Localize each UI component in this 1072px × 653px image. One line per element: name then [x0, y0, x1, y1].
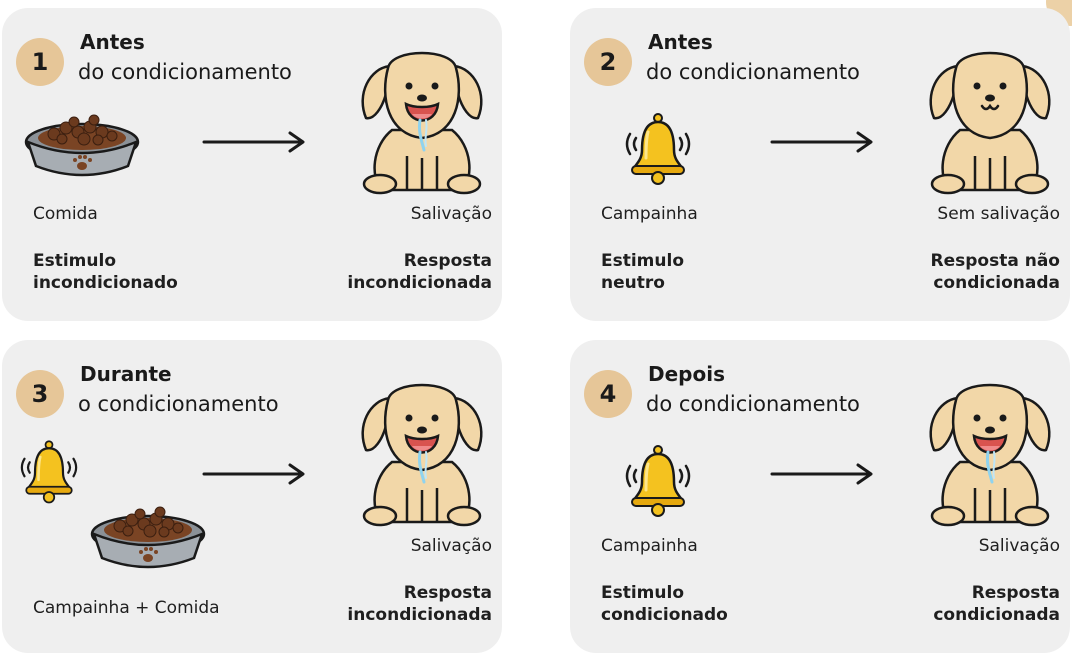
response-term: Resposta condicionada	[933, 583, 1060, 625]
panel-subheading: o condicionamento	[78, 392, 279, 416]
step-number-badge: 4	[584, 370, 632, 418]
arrow-right-icon	[768, 130, 878, 154]
bell-icon	[618, 108, 698, 188]
panel-step-2: 2 Antes do condicionamento Campainha Sem…	[570, 8, 1070, 321]
bell-icon	[618, 440, 698, 520]
bell-icon	[14, 436, 84, 506]
step-number-badge: 1	[16, 38, 64, 86]
panel-step-3: 3 Durante o condicionamento Campainha + …	[2, 340, 502, 653]
step-number-badge: 3	[16, 370, 64, 418]
response-label: Sem salivação	[937, 204, 1060, 224]
response-label: Salivação	[978, 536, 1060, 556]
stimulus-term: Estimulo condicionado	[601, 583, 728, 625]
arrow-right-icon	[768, 462, 878, 486]
response-term: Resposta incondicionada	[347, 583, 492, 625]
stimulus-label: Campainha + Comida	[33, 598, 220, 618]
stimulus-term: Estimulo neutro	[601, 251, 685, 293]
response-term: Resposta incondicionada	[347, 251, 492, 293]
panel-heading: Antes	[80, 30, 145, 54]
panel-subheading: do condicionamento	[646, 60, 860, 84]
response-label: Salivação	[410, 204, 492, 224]
panel-subheading: do condicionamento	[646, 392, 860, 416]
response-term: Resposta não condicionada	[930, 251, 1060, 293]
food-bowl-icon	[88, 500, 208, 570]
dog-neutral-icon	[920, 38, 1060, 198]
panel-heading: Antes	[648, 30, 713, 54]
food-bowl-icon	[22, 108, 142, 178]
arrow-right-icon	[200, 130, 310, 154]
stimulus-label: Campainha	[601, 204, 698, 224]
arrow-right-icon	[200, 462, 310, 486]
stimulus-label: Campainha	[601, 536, 698, 556]
stimulus-label: Comida	[33, 204, 98, 224]
dog-salivating-icon	[352, 38, 492, 198]
response-label: Salivação	[410, 536, 492, 556]
panel-step-4: 4 Depois do condicionamento Campainha Sa…	[570, 340, 1070, 653]
panel-heading: Depois	[648, 362, 725, 386]
dog-salivating-icon	[352, 370, 492, 530]
panel-step-1: 1 Antes do condicionamento Comida Saliva…	[2, 8, 502, 321]
panel-heading: Durante	[80, 362, 172, 386]
dog-salivating-icon	[920, 370, 1060, 530]
stimulus-term: Estimulo incondicionado	[33, 251, 178, 293]
step-number-badge: 2	[584, 38, 632, 86]
panel-subheading: do condicionamento	[78, 60, 292, 84]
